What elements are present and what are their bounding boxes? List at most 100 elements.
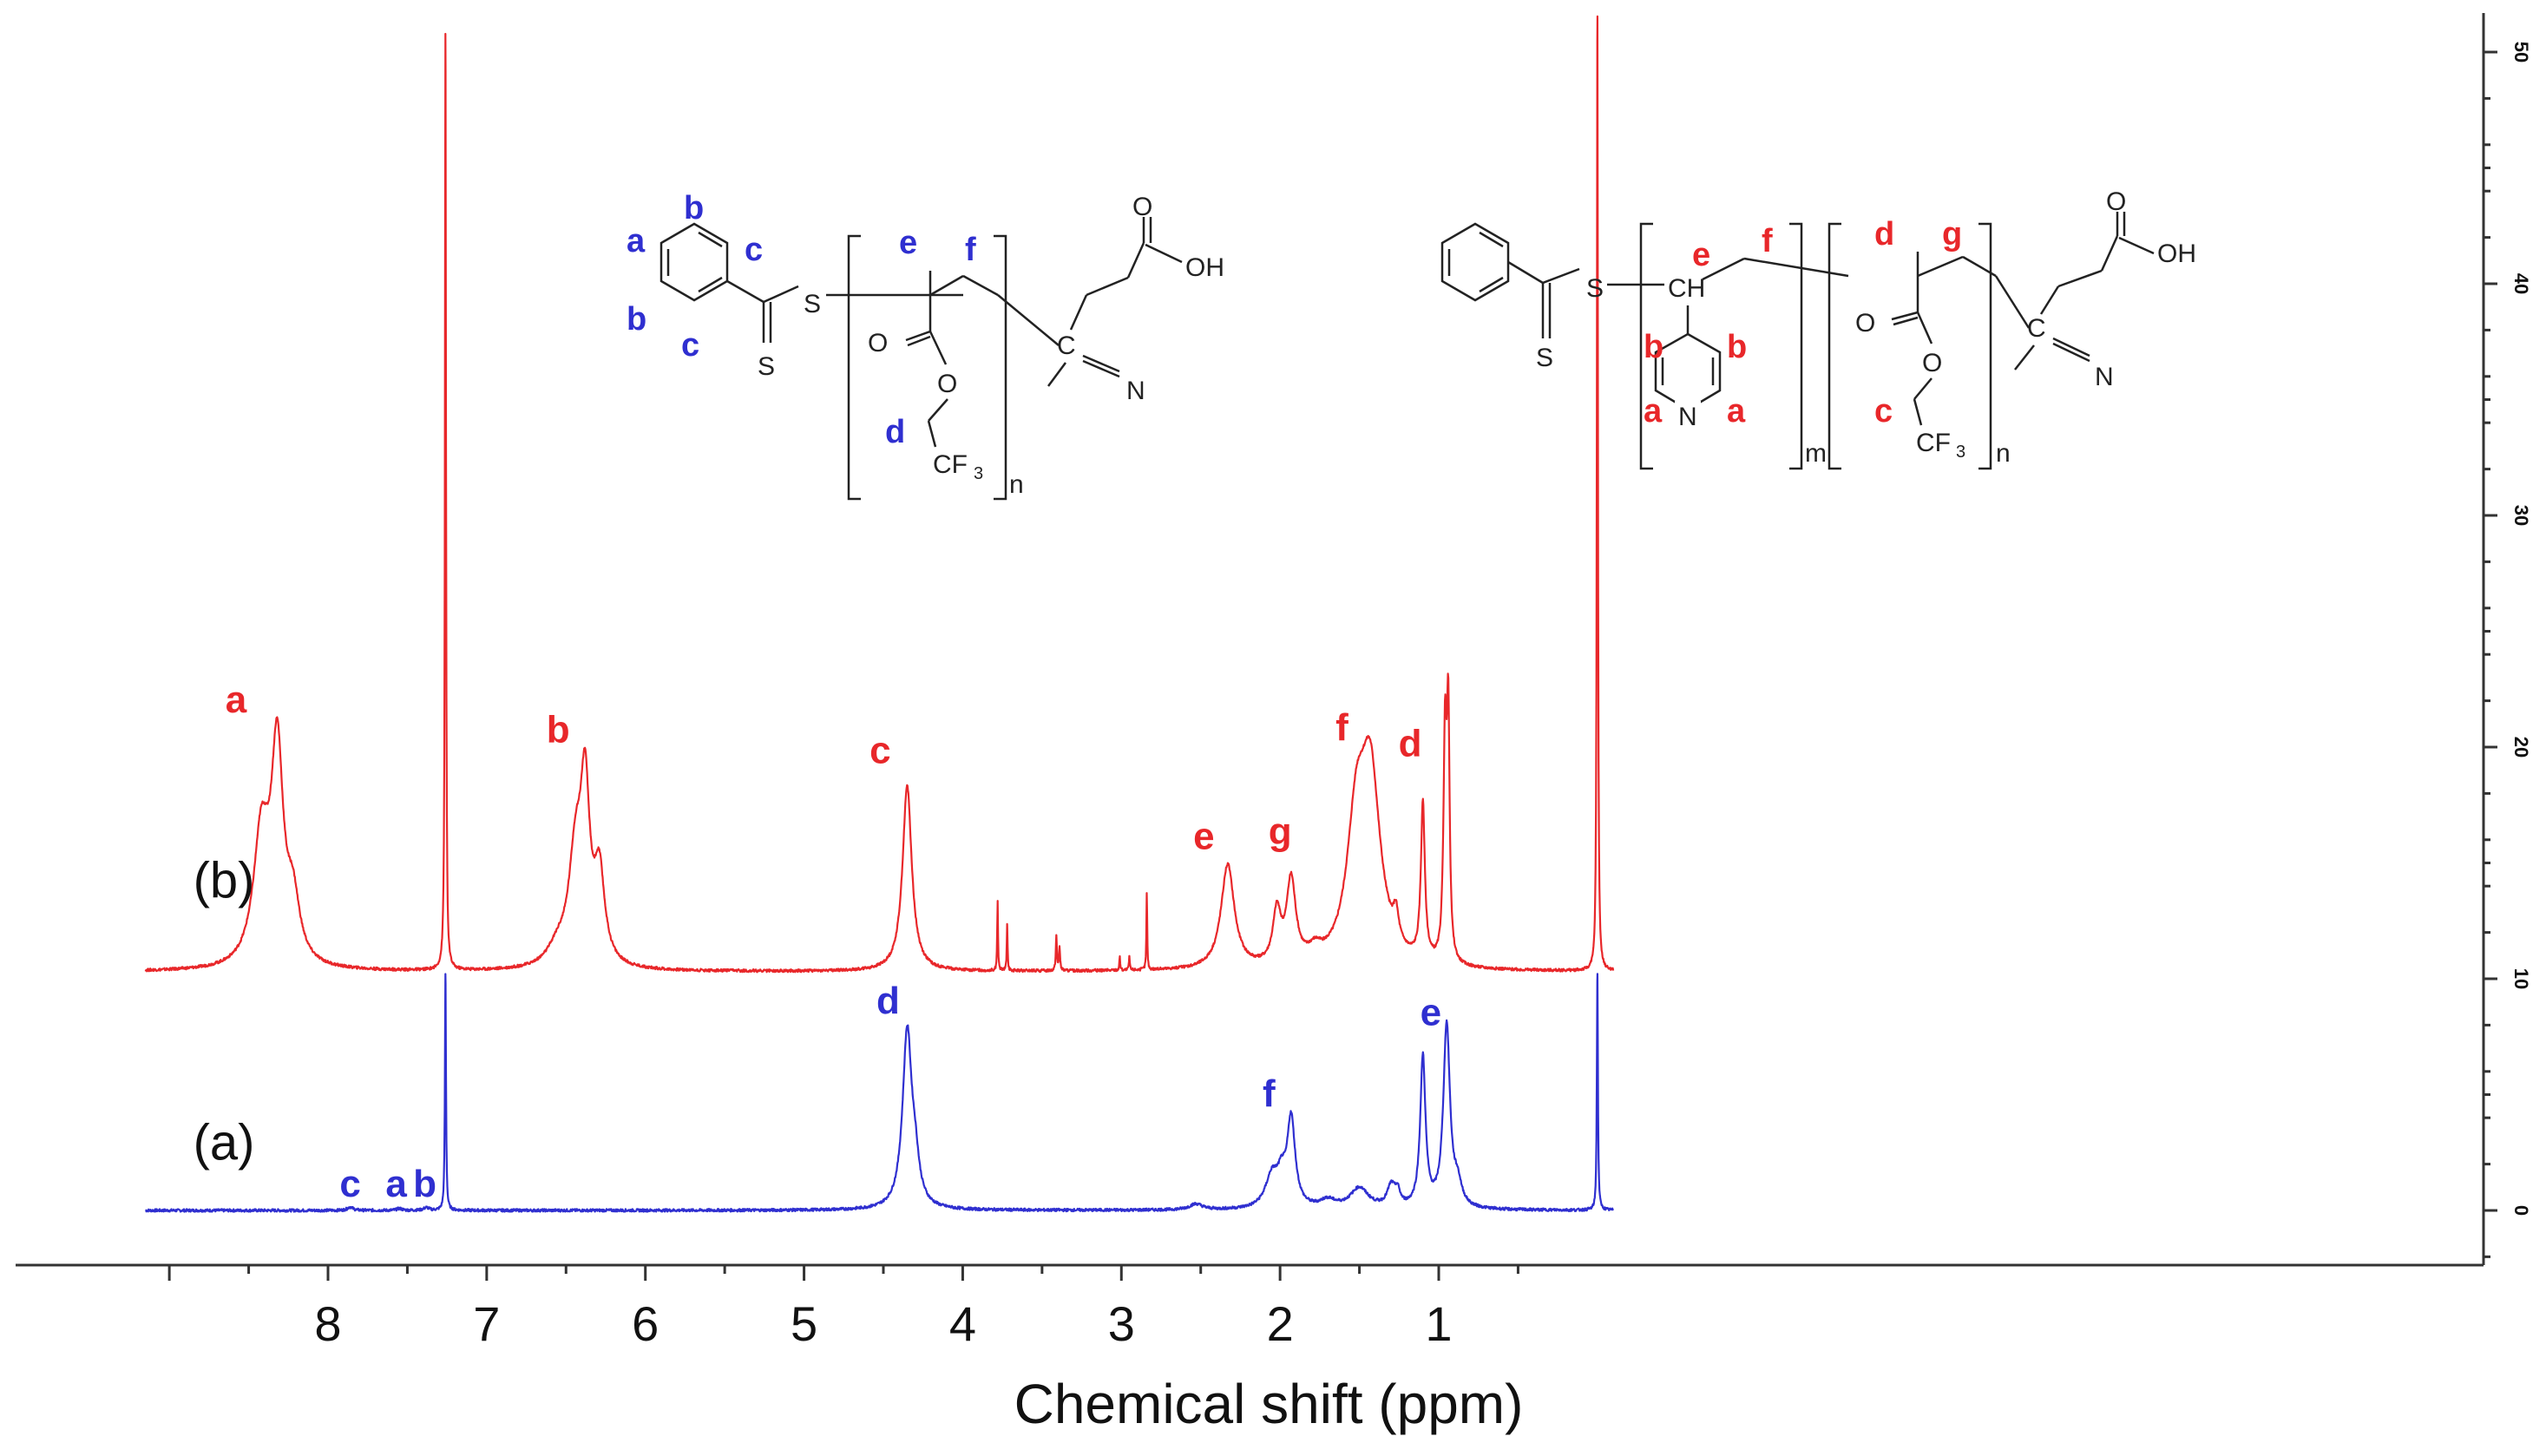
atom-o: O [868,329,888,357]
x-axis-label: Chemical shift (ppm) [1014,1373,1524,1435]
atom-n: N [2095,363,2114,391]
peak-label: c [339,1163,360,1205]
spectrum-traces [144,15,1615,1213]
peak-label: e [1193,815,1214,857]
atom-n: N [1126,377,1145,405]
structure-label: c [1874,393,1893,430]
structure-left: S S O O CF 3 n C N O OH a [627,190,1224,501]
x-tick-label: 5 [791,1296,817,1351]
structure-label: b [1727,329,1747,365]
pyridine-ring [1654,332,1722,411]
bond [1069,294,1088,331]
atom-o: O [937,370,957,398]
atom-s: S [1586,274,1604,303]
trace-label: (b) [194,853,255,909]
structure-label: b [1644,329,1663,365]
y-tick-label: 40 [2510,273,2532,294]
atom-ch: CH [1668,274,1705,303]
atom-o: O [1855,309,1875,338]
bond [1962,255,1997,278]
bond [763,285,799,304]
bracket-right [994,234,1007,501]
structure-right: S S CH N m O O CF 3 n C [1440,187,2196,470]
x-tick-label: 3 [1108,1296,1135,1351]
structure-label: b [627,301,646,338]
bond [1702,257,1745,281]
bond [905,330,931,342]
structure-label: d [1874,216,1894,253]
bond [2057,269,2103,288]
atom-o: O [1922,349,1942,377]
atom-s: S [1536,344,1553,372]
structure-label: g [1942,216,1962,253]
peak-label: a [226,679,247,721]
bond [1994,275,2031,329]
peak-label: b [547,709,570,751]
bond [1082,354,1120,373]
atom-c: C [1057,331,1076,360]
bond [928,398,948,422]
bond [1082,359,1120,378]
peak-label: a [385,1163,407,1205]
ring-double-bond [698,231,723,248]
ring-n-gap [1675,401,1701,423]
bracket-right [1978,222,1992,470]
bracket-left [1639,222,1653,470]
bond [1913,377,1932,400]
peak-label: f [1263,1072,1276,1115]
bond [962,274,999,297]
ring-double-bond [1479,231,1504,248]
bond [929,331,948,365]
atom-oh: OH [1185,253,1224,282]
atom-cf3: CF [1916,429,1951,457]
y-tick-label: 20 [2510,737,2532,758]
atom-cf3-subscript: 3 [1956,443,1965,462]
bond [1743,257,1849,278]
x-tick-label: 6 [632,1296,659,1351]
benzene-ring-right [1440,222,1510,302]
repeat-subscript-n: n [1996,439,2011,468]
repeat-subscript-m: m [1805,439,1827,468]
peak-label: b [413,1163,436,1205]
peak-label: d [1399,723,1422,765]
y-tick-label: 10 [2510,968,2532,989]
spectrum-line-b [144,15,1615,974]
x-tick-label: 7 [473,1296,500,1351]
bond [2100,235,2119,272]
bond [1913,398,1923,426]
atom-n-ring: N [1678,403,1697,431]
x-tick-label: 2 [1267,1296,1294,1351]
bond [726,279,764,304]
spectrum-line-a [145,973,1614,1213]
peak-label: f [1335,706,1348,749]
bond [927,420,937,448]
bond [2039,285,2060,315]
repeat-subscript-n: n [1009,470,1024,499]
bracket-left [1827,222,1841,470]
peak-label: c [869,730,890,772]
bond [2052,337,2090,357]
bond [1145,243,1183,264]
bond [1126,242,1145,279]
structure-label: a [1727,393,1746,430]
atom-oh: OH [2157,239,2196,268]
bond [2052,342,2090,363]
bond [1891,311,1919,321]
bond [2118,236,2155,255]
y-tick-label: 50 [2510,42,2532,62]
structure-label: d [885,414,905,450]
x-tick-label: 8 [314,1296,341,1351]
atom-o: O [1132,193,1152,221]
structure-label: a [1644,393,1663,430]
atom-s: S [758,352,775,381]
structure-label: c [681,327,699,364]
atom-c: C [2027,314,2046,343]
atom-o: O [2106,187,2126,216]
atom-cf3: CF [933,450,968,479]
structure-label: f [1762,223,1773,259]
y-tick-label: 30 [2510,505,2532,526]
structure-label: a [627,223,646,259]
